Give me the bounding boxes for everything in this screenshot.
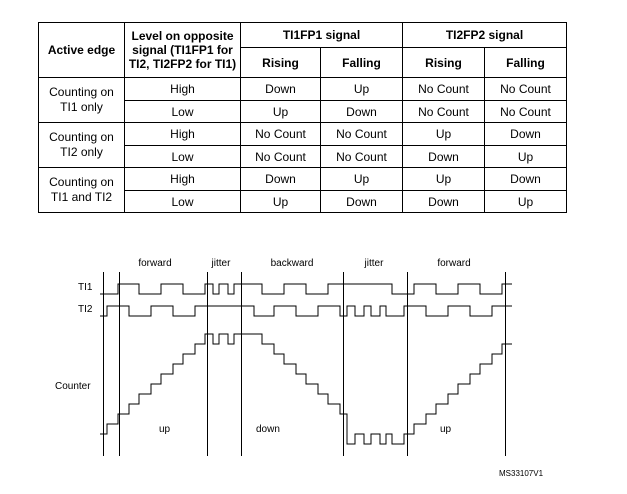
counter-label: Counter bbox=[55, 381, 91, 392]
level-cell: Low bbox=[124, 190, 241, 213]
header-ti1-falling: Falling bbox=[320, 47, 403, 78]
table-row: Counting on TI1 only High Down Up No Cou… bbox=[38, 77, 567, 123]
row-group-label: Counting on TI1 only bbox=[38, 77, 125, 123]
direction-label-up: up bbox=[159, 424, 171, 435]
figure-id: MS33107V1 bbox=[499, 469, 544, 478]
ti1-waveform bbox=[100, 283, 512, 295]
phase-label-jitter: jitter bbox=[211, 258, 232, 269]
signal-label-ti2: TI2 bbox=[78, 304, 93, 315]
header-ti1-rising: Rising bbox=[240, 47, 321, 78]
ti2-falling-cell: Up bbox=[484, 190, 567, 213]
ti1-falling-cell: Down bbox=[320, 190, 403, 213]
ti1-rising-cell: Down bbox=[240, 77, 321, 101]
table-row: Low Up Down Down Up bbox=[39, 190, 567, 213]
level-cell: High bbox=[124, 167, 241, 191]
direction-label-up: up bbox=[440, 424, 452, 435]
header-active-edge: Active edge bbox=[38, 22, 125, 78]
ti1-falling-cell: No Count bbox=[320, 145, 403, 168]
signal-label-ti1: TI1 bbox=[78, 282, 93, 293]
ti1-rising-cell: No Count bbox=[240, 145, 321, 168]
header-ti2-falling: Falling bbox=[484, 47, 567, 78]
header-ti2-rising: Rising bbox=[402, 47, 485, 78]
ti1-rising-cell: Up bbox=[240, 190, 321, 213]
row-group-label: Counting on TI1 and TI2 bbox=[38, 167, 125, 213]
ti2-rising-cell: Down bbox=[402, 190, 485, 213]
phase-label-forward: forward bbox=[437, 258, 470, 269]
row-group-label: Counting on TI2 only bbox=[38, 122, 125, 168]
phase-label-backward: backward bbox=[271, 258, 314, 269]
table-row: Counting on TI1 and TI2 High Down Up Up … bbox=[38, 167, 567, 213]
ti2-rising-cell: No Count bbox=[402, 100, 485, 123]
ti2-falling-cell: Down bbox=[484, 122, 567, 146]
header-ti2fp2-signal: TI2FP2 signal bbox=[402, 22, 567, 48]
level-cell: High bbox=[124, 122, 241, 146]
ti1-falling-cell: Up bbox=[320, 167, 403, 191]
ti2-rising-cell: No Count bbox=[402, 77, 485, 101]
table-row: Low No Count No Count Down Up bbox=[39, 145, 567, 168]
counter-waveform bbox=[100, 333, 512, 445]
ti1-falling-cell: Up bbox=[320, 77, 403, 101]
header-level-opposite: Level on opposite signal (TI1FP1 for TI2… bbox=[124, 22, 241, 78]
ti2-falling-cell: Up bbox=[484, 145, 567, 168]
table-row: Counting on TI2 only High No Count No Co… bbox=[38, 122, 567, 168]
phase-label-forward: forward bbox=[138, 258, 171, 269]
encoder-counting-table: Active edge Level on opposite signal (TI… bbox=[38, 22, 567, 213]
ti2-waveform bbox=[100, 305, 512, 317]
direction-label-down: down bbox=[256, 424, 280, 435]
table-row: Low Up Down No Count No Count bbox=[39, 100, 567, 123]
phase-label-jitter: jitter bbox=[364, 258, 385, 269]
